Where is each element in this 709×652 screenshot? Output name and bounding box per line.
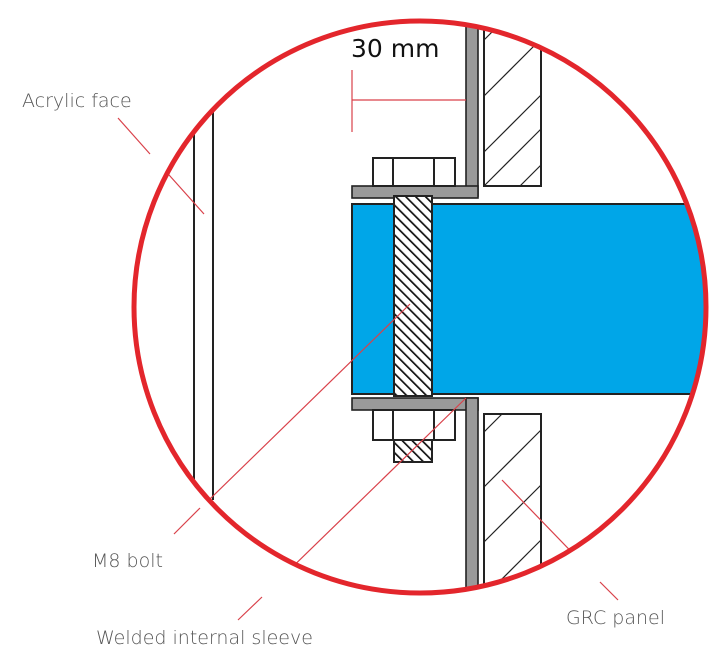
leader-lines-outer [117, 117, 619, 621]
welded-internal-sleeve-label: Welded internal sleeve [96, 627, 313, 649]
grc-panel-shape [483, 21, 542, 593]
acrylic-face-shape [193, 110, 214, 500]
hex-nut-bottom [372, 409, 456, 441]
acrylic-face-label: Acrylic face [22, 90, 132, 112]
detail-contents [134, 21, 706, 593]
dimension-line [351, 70, 466, 132]
grc-panel-label: GRC panel [566, 607, 665, 629]
m8-bolt-shape [393, 195, 433, 463]
detail-circle [131, 18, 709, 596]
hex-nut-top [372, 157, 456, 187]
dimension-label: 30 mm [351, 34, 439, 63]
m8-bolt-label: M8 bolt [92, 550, 163, 572]
